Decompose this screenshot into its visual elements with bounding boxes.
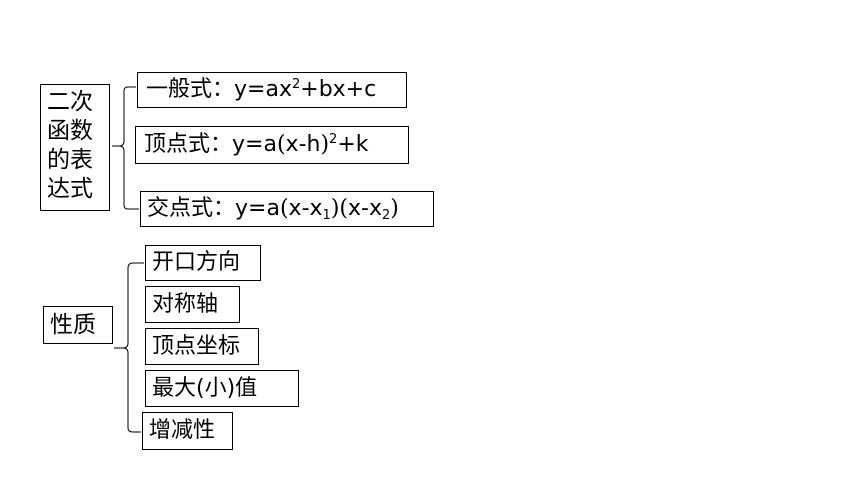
main-label-line: 函数 xyxy=(47,118,93,144)
property-vertex-coordinates: 顶点坐标 xyxy=(145,328,259,365)
general-form-box: 一般式：y=ax2+bx+c xyxy=(137,72,407,108)
intercept-form-equation: y=a(x-x1)(x-x2) xyxy=(235,196,399,223)
properties-label: 性质 xyxy=(43,306,113,344)
properties-bracket xyxy=(114,262,144,433)
intercept-form-name: 交点式： xyxy=(147,196,236,221)
main-label-line: 达式 xyxy=(47,176,93,202)
quadratic-function-expressions-label: 二次 函数 的表 达式 xyxy=(40,84,110,211)
general-form-equation: y=ax2+bx+c xyxy=(234,77,377,102)
property-max-min-value: 最大(小)值 xyxy=(145,370,299,407)
forms-bracket xyxy=(112,86,139,210)
property-monotonicity: 增减性 xyxy=(142,412,233,450)
vertex-form-box: 顶点式：y=a(x-h)2+k xyxy=(135,126,409,164)
property-opening-direction: 开口方向 xyxy=(145,245,261,281)
intercept-form-box: 交点式：y=a(x-x1)(x-x2) xyxy=(140,191,434,227)
vertex-form-name: 顶点式： xyxy=(144,132,233,157)
vertex-form-equation: y=a(x-h)2+k xyxy=(232,132,369,157)
main-label-line: 二次 xyxy=(47,89,93,115)
property-axis-of-symmetry: 对称轴 xyxy=(145,286,240,323)
main-label-line: 的表 xyxy=(47,147,93,173)
general-form-name: 一般式： xyxy=(146,77,235,102)
